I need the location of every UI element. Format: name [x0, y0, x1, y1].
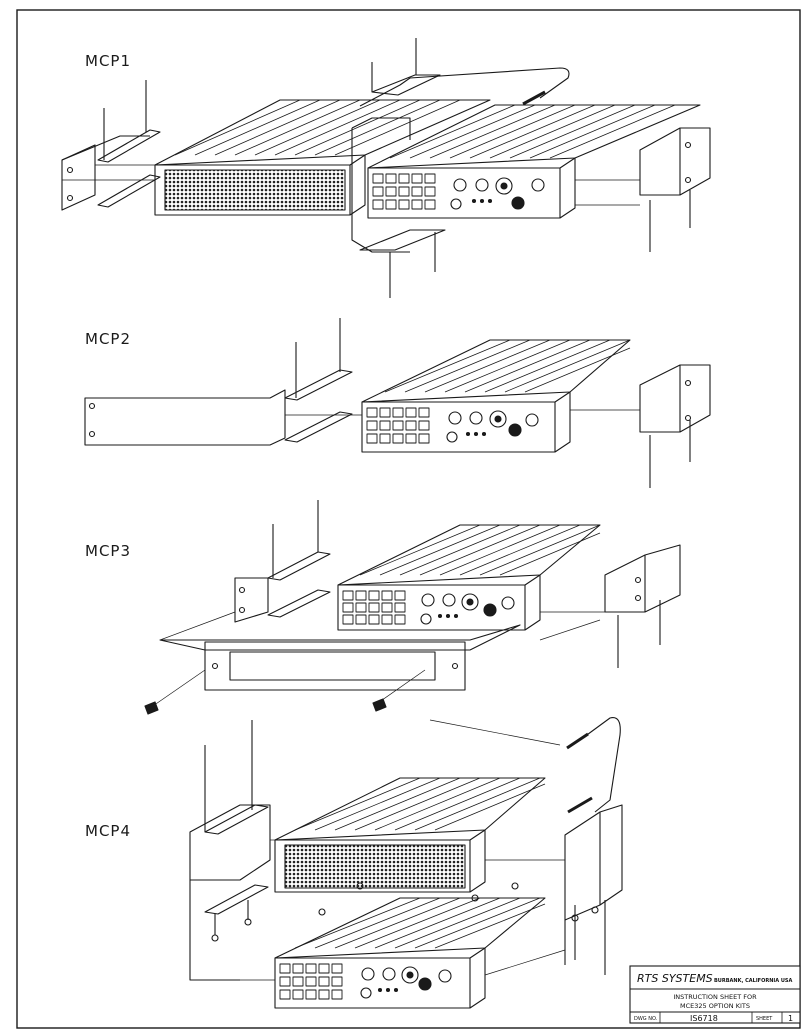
mcp3-label: MCP3 — [85, 542, 131, 560]
sheet-number: 1 — [788, 1014, 793, 1023]
title-block: RTS SYSTEMS BURBANK, CALIFORNIA USA INST… — [629, 965, 801, 1024]
mcp2-assembly — [84, 318, 711, 488]
company-name: RTS SYSTEMS — [637, 972, 713, 985]
dwg-no-label: DWG NO. — [634, 1016, 658, 1022]
title-line-1: INSTRUCTION SHEET FOR — [673, 993, 757, 1001]
title-line-2: MCE325 OPTION KITS — [680, 1002, 750, 1010]
mcp4-assembly — [189, 717, 623, 1009]
mcp1-label: MCP1 — [85, 52, 131, 70]
mcp1-assembly — [61, 38, 711, 298]
mcp4-label: MCP4 — [85, 822, 131, 840]
drawing-border — [16, 9, 801, 1029]
dwg-no-value: IS6718 — [690, 1014, 718, 1023]
sheet-label: SHEET — [756, 1016, 773, 1022]
mcp3-assembly — [144, 500, 681, 715]
company-location: BURBANK, CALIFORNIA USA — [714, 978, 793, 984]
mcp2-label: MCP2 — [85, 330, 131, 348]
